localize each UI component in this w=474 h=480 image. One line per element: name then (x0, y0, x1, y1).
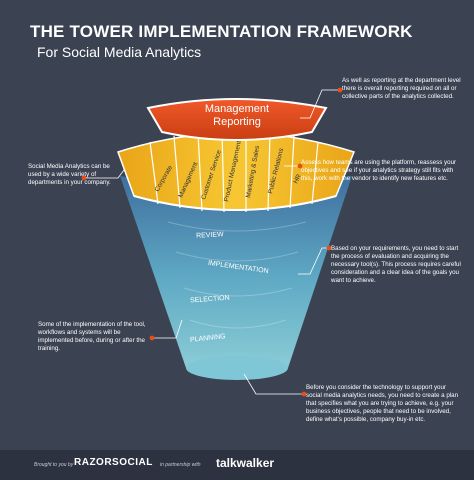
connector-lines (82, 89, 342, 395)
razorsocial-logo: RAZORSOCIAL (74, 457, 153, 468)
funnel-bottom (186, 356, 288, 380)
footer: Brought to you by RAZORSOCIAL in partner… (0, 450, 474, 480)
note-departments: Social Media Analytics can be used by a … (28, 163, 111, 186)
management-reporting-label-1: Management (205, 103, 269, 115)
stage-label-review: REVIEW (196, 231, 224, 239)
note-planning: Before you consider the technology to su… (306, 384, 459, 423)
stage-band-selection (183, 287, 293, 297)
page-subtitle: For Social Media Analytics (37, 44, 202, 60)
footer-partnership: in partnership with (160, 462, 201, 468)
stage-label-selection: SELECTION (190, 295, 230, 305)
stage-band-review (167, 221, 307, 232)
footer-brought-by: Brought to you by (34, 462, 74, 468)
management-reporting-crown (146, 98, 328, 141)
management-reporting-label-2: Reporting (213, 116, 261, 128)
department-dividers (149, 129, 319, 213)
stage-band-planning (189, 319, 287, 329)
talkwalker-logo: talkwalker (216, 456, 275, 470)
department-label-hr: HR (293, 173, 304, 185)
page-title: THE TOWER IMPLEMENTATION FRAMEWORK (30, 22, 413, 41)
note-reporting: As well as reporting at the department l… (342, 77, 461, 100)
connector-dots (81, 87, 343, 397)
stage-label-planning: PLANNING (190, 333, 226, 344)
note-review: Assess how teams are using the platform,… (301, 159, 457, 182)
stage-band-implementation (175, 251, 299, 262)
funnel-body (120, 176, 352, 377)
note-implementation: Some of the implementation of the tool, … (38, 321, 146, 352)
note-selection: Based on your requirements, you need to … (331, 245, 461, 284)
